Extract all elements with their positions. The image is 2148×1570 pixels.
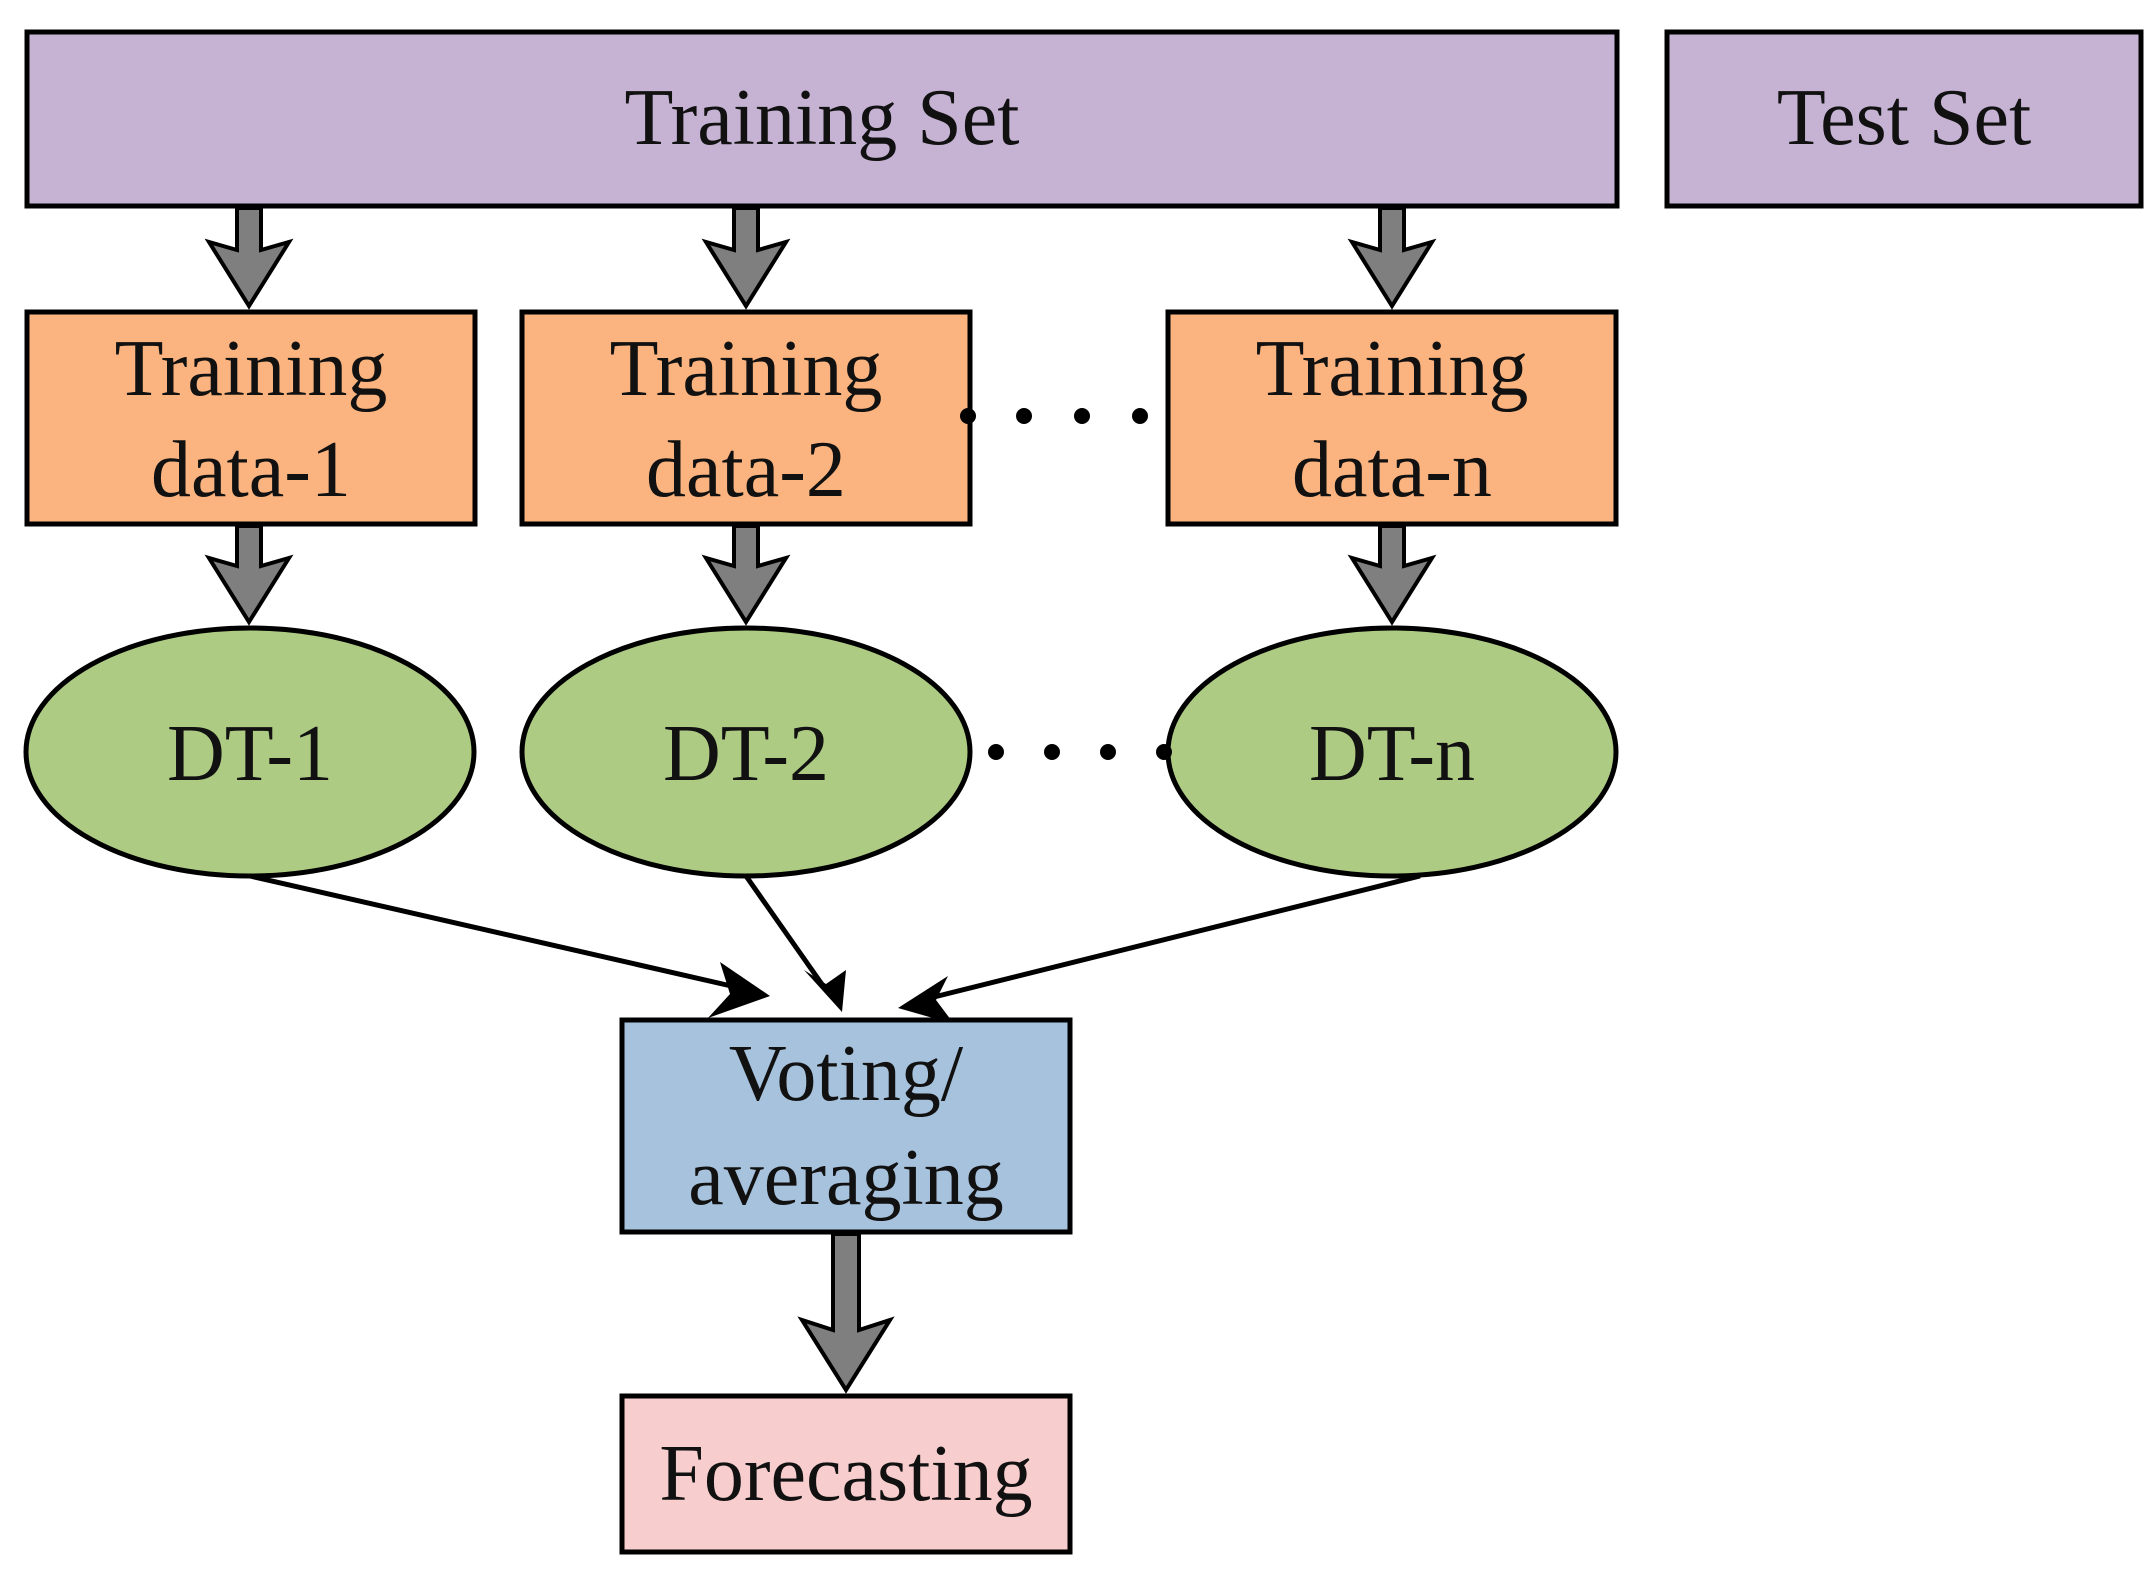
double-line-down-arrow-icon [204, 524, 294, 626]
arrowhead-icon [804, 970, 846, 1012]
arrow-dt-1-to-voting [249, 873, 770, 1018]
dot [1016, 408, 1032, 424]
dt-n-label: DT-n [1309, 710, 1475, 798]
training-data-n-line1: Training [1256, 325, 1529, 413]
fat-arrow-data-1-to-dt-1 [204, 524, 294, 626]
double-line-down-arrow-icon [1347, 524, 1437, 626]
dot [1156, 744, 1172, 760]
double-line-down-arrow-icon [701, 206, 791, 310]
double-line-down-arrow-icon [204, 206, 294, 310]
training-set-box [24, 29, 1620, 209]
training-data-1-line1: Training [115, 325, 388, 413]
dot [1132, 408, 1148, 424]
dt-2-label: DT-2 [663, 710, 829, 798]
dot [1074, 408, 1090, 424]
training-data-2-line1: Training [610, 325, 883, 413]
ellipsis-dots-icon [960, 408, 1148, 424]
double-line-down-arrow-icon [701, 524, 791, 626]
voting-averaging-box [619, 1017, 1073, 1235]
forecasting-box [619, 1393, 1073, 1555]
ellipsis-dots-icon [988, 744, 1172, 760]
fat-arrow-set-to-data-n [1347, 206, 1437, 310]
fat-arrow-data-2-to-dt-2 [701, 524, 791, 626]
fat-arrow-voting-to-forecasting [797, 1232, 895, 1394]
fat-arrow-set-to-data-1 [204, 206, 294, 310]
training-data-n-line2: data-n [1292, 426, 1492, 514]
test-set-box [1664, 29, 2144, 209]
dot [1044, 744, 1060, 760]
forecasting-label: Forecasting [659, 1430, 1032, 1518]
dot [960, 408, 976, 424]
double-line-down-arrow-icon [797, 1232, 895, 1394]
connector-line [743, 874, 829, 992]
arrowhead-icon [898, 976, 954, 1024]
arrow-dt-2-to-voting [743, 874, 846, 1012]
voting-line1: Voting/ [729, 1030, 964, 1118]
connector-line [929, 873, 1421, 1001]
training-data-2-line2: data-2 [646, 426, 846, 514]
voting-line2: averaging [688, 1134, 1003, 1222]
fat-arrow-data-n-to-dt-n [1347, 524, 1437, 626]
test-set-label: Test Set [1777, 74, 2031, 162]
training-data-1-line2: data-1 [151, 426, 351, 514]
arrow-dt-n-to-voting [898, 873, 1421, 1024]
double-line-down-arrow-icon [1347, 206, 1437, 310]
connector-line [249, 873, 741, 991]
arrowhead-icon [708, 962, 770, 1018]
training-data-1-box [24, 309, 478, 527]
fat-arrow-set-to-data-2 [701, 206, 791, 310]
dot [988, 744, 1004, 760]
training-set-label: Training Set [625, 74, 1020, 162]
dot [1100, 744, 1116, 760]
dt-1-label: DT-1 [167, 710, 333, 798]
